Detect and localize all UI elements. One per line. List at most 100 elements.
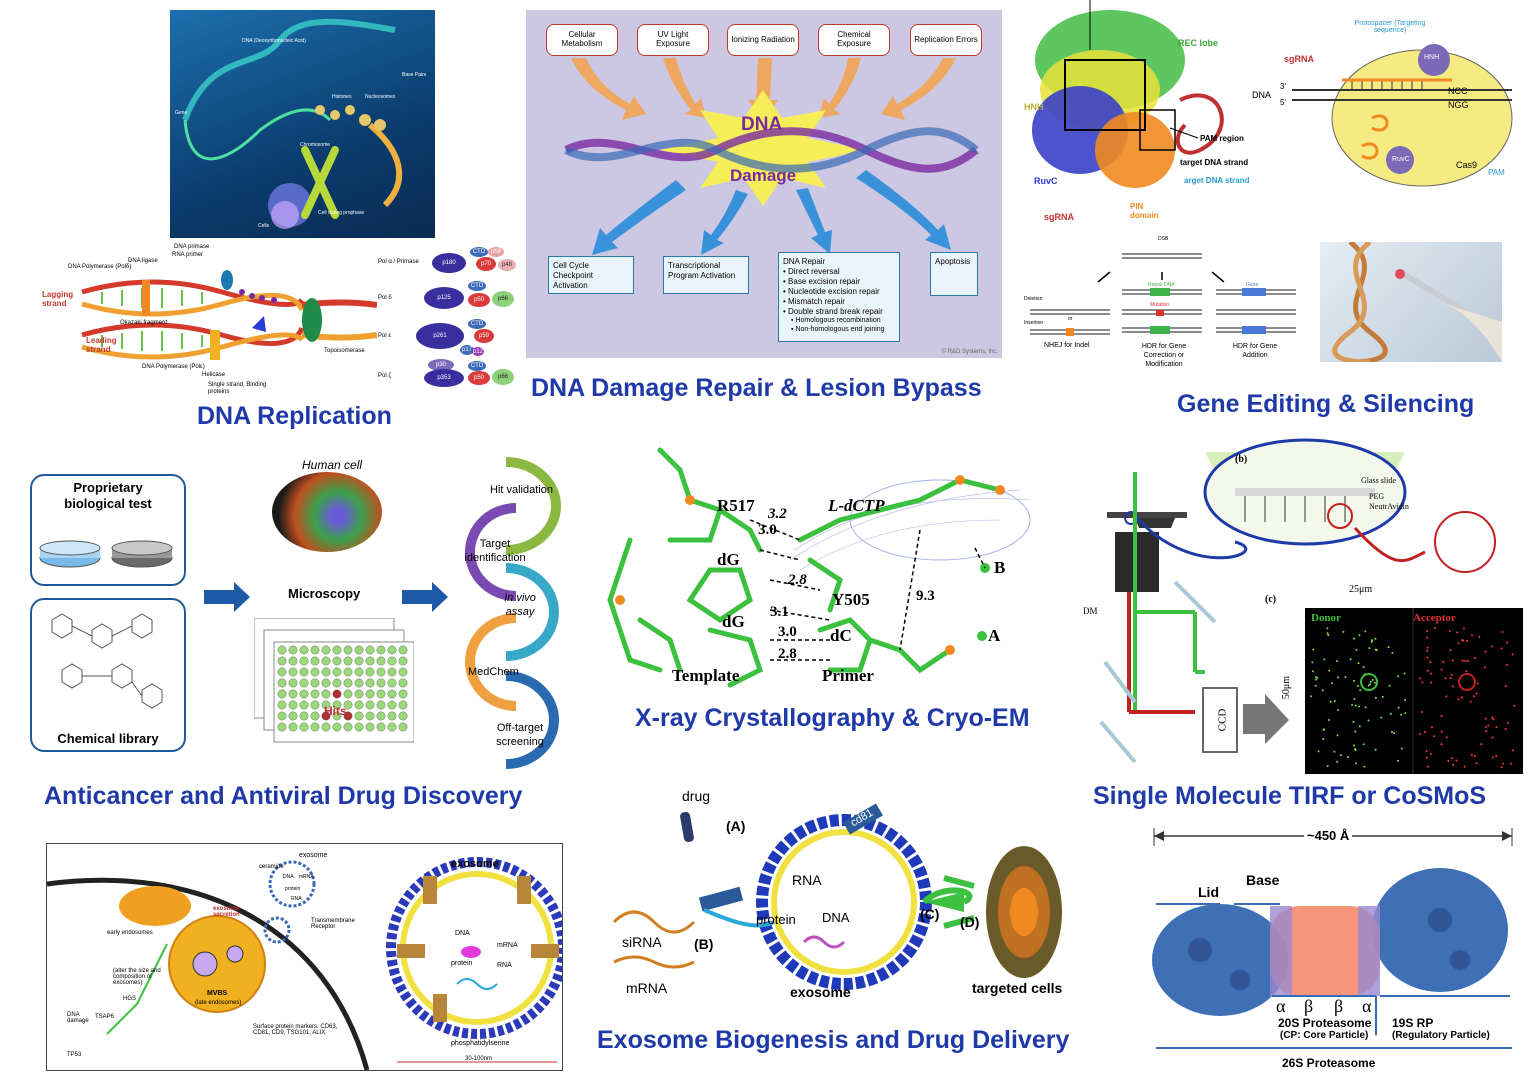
biog-tp53: TP53 [67, 1052, 82, 1058]
caption-tirf: Single Molecule TIRF or CoSMoS [1093, 782, 1487, 810]
well-plate: Hits [253, 617, 415, 748]
schem-ngg: NGG [1448, 100, 1469, 110]
arrow-right-icon [204, 582, 250, 612]
biog-exosome: exosome [299, 852, 328, 859]
repair-dna-label: Repair DNA [1148, 282, 1175, 288]
greek-alpha-1: α [1276, 996, 1286, 1016]
ruvc-label: RuvC [1034, 176, 1058, 186]
detail-dna: DNA [455, 930, 470, 937]
helicase-label: Helicase [202, 372, 226, 378]
schem-ncc: NCC [1448, 86, 1468, 96]
ntarget-strand-label: arget DNA strand [1184, 176, 1250, 185]
delivery-a: (A) [726, 818, 746, 834]
pol-delta-row-label: Pol δ [378, 295, 392, 301]
p26s-label: 26S Proteasome [1282, 1056, 1376, 1070]
biog-early-endo: early endosomes [107, 930, 153, 936]
cycle-medchem: MedChem [468, 666, 519, 678]
caption-drug-discovery: Anticancer and Antiviral Drug Discovery [44, 782, 523, 810]
dist-32: 3.2 [768, 506, 787, 522]
chemical-library-box: Chemical library [30, 598, 186, 752]
replication-fork-panel: Lagging strand Leading strand DNA Polyme… [42, 240, 377, 400]
subunit-p30: p30 [428, 359, 454, 371]
pol-zeta-row-label: Pol ζ [378, 373, 391, 379]
caption-dna-replication: DNA Replication [197, 402, 392, 430]
donor-label: Donor [1311, 612, 1341, 624]
dist-31: 3.1 [770, 604, 789, 620]
cas9-schematic-illustration [1292, 44, 1513, 187]
biog-tsap6: TSAP6 [95, 1014, 115, 1020]
outcome-checkpoint: Cell Cycle Checkpoint Activation [548, 256, 634, 294]
chemical-library-label: Chemical library [57, 731, 159, 746]
subunit-p70: p70 [476, 257, 496, 271]
cycle-target-id: Target identification [464, 538, 526, 564]
subunit-p50: p50 [468, 293, 490, 307]
schem-pam: PAM [1488, 168, 1505, 177]
chemical-structures [51, 613, 163, 709]
greek-alpha-2: α [1362, 996, 1372, 1016]
r517-label: R517 [717, 496, 755, 515]
repair-item-0: • Direct reversal [783, 267, 840, 276]
tirf-b-label: (b) [1235, 454, 1248, 465]
primase-label: DNA primase [174, 244, 210, 250]
scale-label: 25μm [1349, 584, 1373, 595]
hits-label: Hits [324, 704, 347, 718]
cycle-hit-validation: Hit validation [490, 484, 553, 496]
delivery-protein: protein [756, 912, 796, 927]
ssb-label: Single strand, Binding proteins [208, 382, 267, 395]
subunit-p12: p12 [472, 347, 484, 356]
height-label: 50μm [1281, 675, 1293, 700]
biog-secretion: exosome secretion [213, 906, 240, 918]
dna-damage-arrows [564, 58, 979, 255]
base-pairs-label: Base Pairs [402, 72, 427, 78]
hnh-label: HNH [1024, 102, 1044, 112]
pin-label: PIN domain [1130, 202, 1159, 220]
xray-panel: R517 L-dCTP 3.2 3.0 dG 2.8 Y505 B 9.3 3.… [580, 440, 1070, 690]
deletion-label: Deletion [1024, 296, 1043, 302]
detail-phosphatidylserine: phosphatidylserine [451, 1040, 510, 1047]
subunit-p66b: p66 [492, 369, 514, 385]
insertion-label: Insertion [1024, 320, 1044, 326]
delivery-rna: RNA [792, 872, 822, 888]
detail-size: 30-100nm [465, 1056, 493, 1062]
delivery-drug: drug [682, 788, 711, 804]
subunit-ctd4: CTD [468, 361, 486, 371]
repair-item-4: • Double strand break repair [783, 307, 883, 316]
xray-structure-illustration [607, 447, 1031, 688]
p19s-label: 19S RP [1392, 1016, 1434, 1030]
rp-label: (Regulatory Particle) [1392, 1030, 1490, 1041]
subunit-p66: p66 [492, 291, 514, 307]
proteasome-panel: ~450 Å Lid Base α β β α 20S Proteasome (… [1140, 820, 1525, 1075]
workflow-cycle [465, 457, 561, 769]
biog-rna: RNA [291, 896, 302, 902]
biog-dna-damage: DNA damage [67, 1012, 89, 1024]
biog-dna: DNA [283, 874, 294, 880]
cas9-schematic-panel: Protospacer (Targeting sequence) sgRNA H… [1252, 18, 1514, 190]
cas9-structure-illustration [1032, 0, 1224, 188]
target-strand-label: target DNA strand [1180, 158, 1249, 167]
dg1-label: dG [717, 550, 740, 569]
tirf-setup-illustration [1099, 438, 1523, 774]
source-replication: Replication Errors [910, 24, 982, 56]
dna-helix-photo-illustration [1332, 242, 1502, 362]
subunit-p17: p17 [460, 345, 474, 355]
exosome-biogenesis-panel: exosome ceramide DNA mRNA protein RNA ex… [46, 843, 563, 1071]
topo-label: Topoisomerase [324, 348, 365, 354]
hdr-correction-label: HDR for Gene Correction or Modification [1141, 343, 1187, 369]
dna-structure-panel: DNA (Deoxyribonucleic Acid) Base Pairs G… [170, 10, 435, 238]
arrow-right-icon-2 [402, 582, 448, 612]
detail-protein: protein [451, 960, 473, 967]
dsb-label: DSB [1158, 236, 1169, 242]
gene-editing-photo [1320, 242, 1502, 362]
rec-lobe-label: REC lobe [1178, 38, 1219, 48]
dna-label: DNA (Deoxyribonucleic Acid) [242, 38, 306, 44]
biog-late-endo: (late endosomes) [195, 1000, 242, 1006]
repair-outcomes-panel: DSB Deletion or Insertion Repair DNA Mut… [1020, 232, 1310, 380]
proprietary-box: Proprietary biological test [30, 474, 186, 586]
damage-center-bottom: Damage [730, 166, 797, 185]
subunit-ctd3: CTD [468, 319, 486, 329]
p20s-label: 20S Proteasome [1278, 1016, 1372, 1030]
petri-dishes [39, 540, 173, 568]
biog-protein: protein [285, 886, 301, 892]
subunit-p180: p180 [432, 253, 466, 273]
proteasome-lid: Lid [1198, 884, 1219, 900]
